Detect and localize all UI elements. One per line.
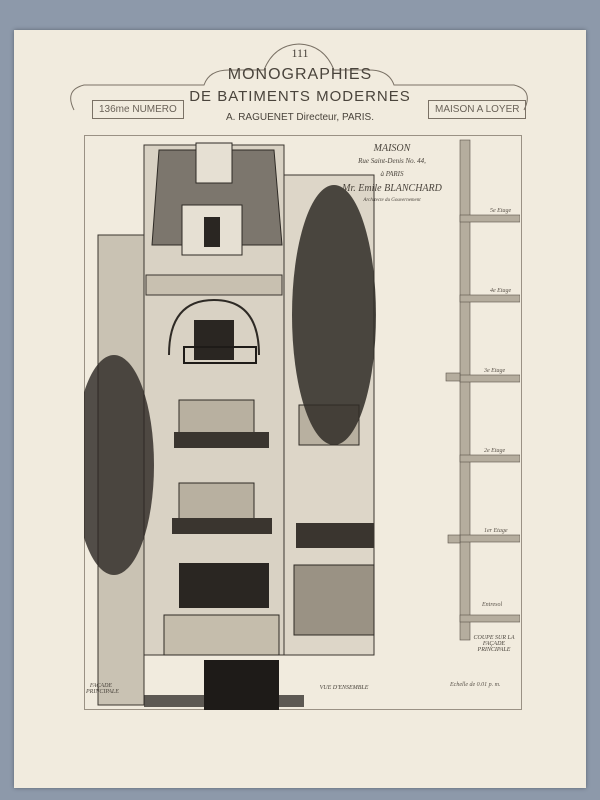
floor-label: 3e Etage	[484, 368, 506, 374]
facade-drawing	[84, 142, 376, 710]
category-box: MAISON A LOYER	[428, 100, 527, 119]
caption-city: à PARIS	[380, 170, 404, 178]
scale-label: Echelle de 0.01 p. m.	[450, 682, 501, 688]
floor-label: Entresol	[482, 602, 503, 608]
floor-label: 4e Etage	[490, 288, 512, 294]
plate-number: 111	[291, 46, 309, 60]
floor-label: 5e Etage	[490, 208, 512, 214]
overall-view-label: VUE D'ENSEMBLE	[319, 685, 369, 691]
caption-address: Rue Saint-Denis No. 44,	[358, 157, 426, 165]
plate-subtitle: DE BATIMENTS MODERNES	[189, 88, 411, 105]
facade-label: FAÇADE PRINCIPALE	[86, 683, 119, 695]
floor-label: 2e Etage	[484, 448, 506, 454]
section-title: COUPE SUR LA FAÇADE PRINCIPALE	[473, 635, 515, 653]
caption-architect: Mr. Emile BLANCHARD	[342, 183, 442, 194]
floor-label: 1er Etage	[484, 528, 508, 534]
caption-title: MAISON	[373, 143, 411, 154]
issue-number-box: 136me NUMERO	[92, 100, 184, 119]
header-cartouche-ornament	[70, 43, 528, 111]
director-line: A. RAGUENET Directeur, PARIS.	[225, 112, 374, 123]
plate-page: 111 MONOGRAPHIES DE BATIMENTS MODERNES A…	[14, 30, 586, 788]
section-drawing	[445, 139, 520, 641]
caption-architect-role: Architecte du Gouvernement	[363, 198, 421, 203]
plate-title: MONOGRAPHIES	[227, 66, 373, 83]
